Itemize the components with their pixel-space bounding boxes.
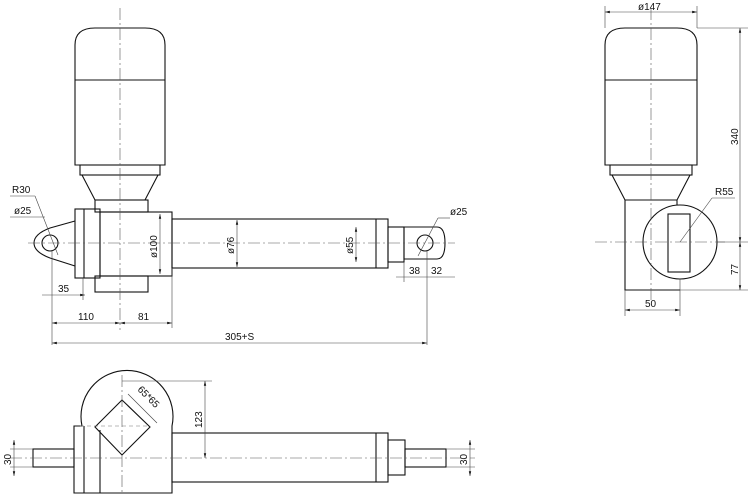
dim-pin-right: ø25	[450, 207, 468, 218]
dim-38: 38	[409, 266, 421, 277]
dim-square: 65*65	[135, 384, 162, 411]
dim-r-eye: R30	[12, 185, 31, 196]
piston-rod	[387, 226, 446, 263]
dim-tube-diameter: ø76	[226, 236, 237, 254]
dim-123: 123	[194, 411, 205, 428]
dim-rod-diameter: ø55	[345, 236, 356, 254]
dim-pin-left-width: 30	[3, 453, 14, 465]
dim-pin-right-width: 30	[459, 453, 470, 465]
front-view: R30 ø25 ø25 ø100 ø76 ø55 35 110 81 305+S…	[10, 8, 468, 345]
dim-81: 81	[138, 312, 150, 323]
dim-50: 50	[645, 299, 657, 310]
dim-motor-diameter: ø147	[638, 2, 661, 13]
dim-r-housing: R55	[715, 187, 734, 198]
dim-32: 32	[431, 266, 443, 277]
dim-77: 77	[730, 263, 741, 275]
dim-housing-diameter: ø100	[149, 235, 160, 258]
top-view: 65*65 123 30 30	[3, 369, 475, 494]
dim-total-length: 305+S	[225, 332, 255, 343]
rear-clevis	[33, 220, 76, 267]
dim-pin-left: ø25	[14, 206, 32, 217]
side-view: ø147 340 R55 77 50	[595, 2, 748, 316]
dim-eye-length: 35	[58, 284, 70, 295]
dim-110: 110	[78, 312, 94, 323]
dim-340: 340	[730, 128, 741, 145]
